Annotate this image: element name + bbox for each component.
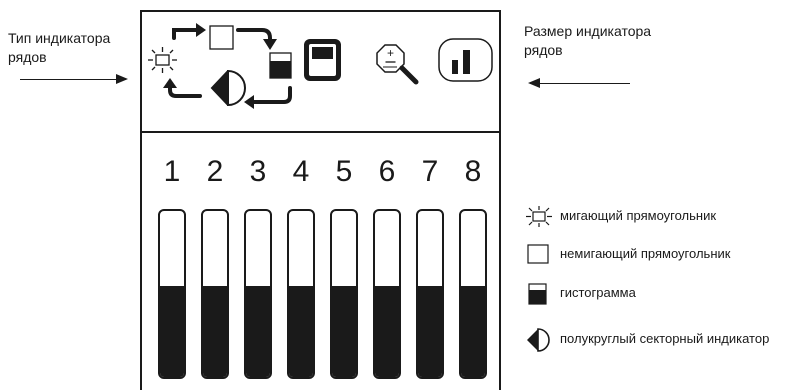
panel-divider (140, 131, 501, 133)
bar-fill (461, 285, 485, 377)
channel-bar (201, 209, 229, 379)
channel-number: 4 (292, 155, 310, 188)
channel-bar (287, 209, 315, 379)
bar-fill (375, 285, 399, 377)
channel-bar (373, 209, 401, 379)
non-blinking-rectangle-icon (527, 244, 549, 264)
legend-label: гистограмма (560, 285, 636, 300)
blinking-rectangle-icon (526, 206, 552, 227)
bar-size-arrow (528, 78, 630, 88)
bar-size-icon[interactable] (438, 38, 493, 82)
legend-label: полукруглый секторный индикатор (560, 331, 770, 346)
bar-size-callout: Размер индикатора рядов (524, 22, 651, 60)
bar-size-callout-line-1: Размер индикатора (524, 23, 652, 39)
bar-fill (332, 285, 356, 377)
bar-fill (289, 285, 313, 377)
bar-fill (418, 285, 442, 377)
bar-type-arrow (20, 74, 128, 84)
channel-number: 5 (335, 155, 353, 188)
cycle-arrowheads (163, 23, 277, 109)
bar-type-callout: Тип индикатора рядов (8, 29, 110, 67)
channel-bar (158, 209, 186, 379)
blinking-rectangle-icon[interactable] (148, 47, 177, 73)
channel-number: 8 (464, 155, 482, 188)
bar-fill (203, 285, 227, 377)
zoom-plus-minus-icon[interactable]: + (376, 44, 419, 85)
channel-number: 1 (163, 155, 181, 188)
histogram-icon[interactable] (269, 52, 292, 79)
svg-text:+: + (387, 46, 394, 60)
large-histogram-icon[interactable] (304, 39, 341, 81)
bar-size-callout-line-2: рядов (524, 42, 563, 58)
half-circle-sector-icon (527, 328, 550, 352)
channel-bar (416, 209, 444, 379)
bar-fill (160, 285, 184, 377)
channel-number: 7 (421, 155, 439, 188)
channel-bar (330, 209, 358, 379)
legend-label: немигающий прямоугольник (560, 246, 731, 261)
bar-type-selector: + (140, 10, 501, 131)
bar-type-callout-line-1: Тип индикатора (8, 30, 111, 46)
channel-number: 2 (206, 155, 224, 188)
channel-bar (459, 209, 487, 379)
bar-type-selector-graphic: + (148, 23, 493, 109)
legend-label: мигающий прямоугольник (560, 208, 717, 223)
channel-bar (244, 209, 272, 379)
bar-type-callout-line-2: рядов (8, 49, 47, 65)
bar-fill (246, 285, 270, 377)
non-blinking-rectangle-icon[interactable] (209, 25, 234, 50)
channel-number: 6 (378, 155, 396, 188)
histogram-icon (528, 283, 547, 305)
half-circle-sector-icon[interactable] (210, 69, 246, 107)
channel-number: 3 (249, 155, 267, 188)
cycle-arrows (168, 28, 292, 104)
display-panel (140, 10, 501, 390)
